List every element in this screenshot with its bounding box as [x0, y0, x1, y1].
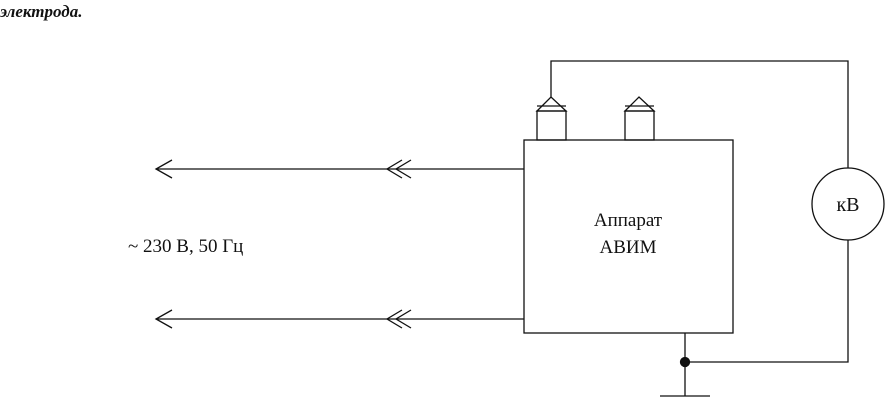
device-label-line2: АВИМ: [599, 237, 656, 258]
junction-dot: [679, 356, 691, 368]
meter-label: кВ: [836, 194, 859, 216]
supply-line-bottom: [154, 309, 524, 329]
hv-wire: [550, 60, 849, 168]
section-heading: электрода.: [0, 2, 83, 21]
hv-terminal-left: [535, 96, 568, 141]
device-label-line1: Аппарат: [594, 210, 663, 231]
supply-label: ~ 230 В, 50 Гц: [128, 236, 243, 257]
return-wire: [685, 240, 849, 363]
hv-terminal-right: [623, 96, 656, 141]
supply-line-top: [154, 159, 524, 179]
